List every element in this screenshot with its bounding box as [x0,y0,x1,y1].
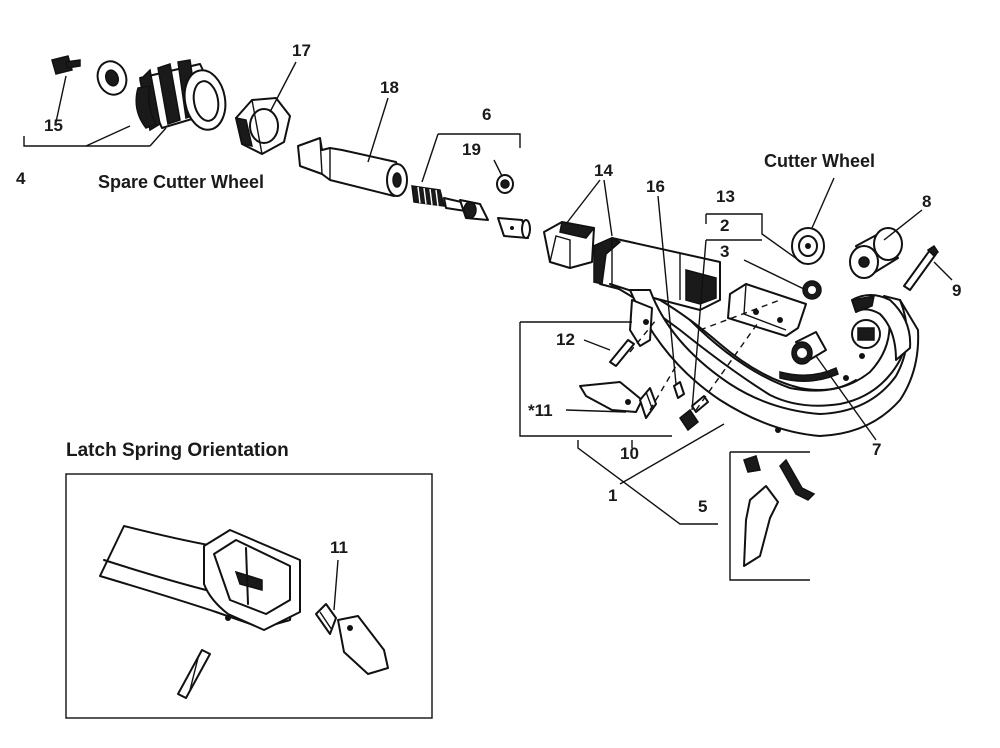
caption-cutter-wheel: Cutter Wheel [764,151,876,171]
part-3-roller-bracket [727,283,807,337]
label-10: 10 [620,444,639,463]
label-11-star: *11 [528,401,553,420]
part-6-pin [497,217,531,239]
label-6: 6 [482,105,492,124]
label-15: 15 [44,116,63,135]
label-17: 17 [292,41,311,60]
part-16-set-screw [673,381,685,399]
part-19-retaining-ring [496,174,514,194]
label-13: 13 [716,187,735,206]
part-8-roller [849,227,903,279]
latch-subassembly-box [519,299,781,437]
part-2-pin [802,280,822,300]
label-12: 12 [556,330,575,349]
caption-spare-cutter-wheel: Spare Cutter Wheel [98,172,265,192]
part-18-feed-sleeve [297,137,408,197]
part-9-axle-pin [903,244,939,291]
label-4: 4 [16,169,26,188]
spare-cutter-knob [135,59,227,132]
label-2: 2 [720,216,730,235]
latch-orientation-panel [65,473,433,719]
part-10-screw [678,395,709,432]
label-9: 9 [952,281,962,300]
label-7: 7 [872,440,882,459]
label-1: 1 [608,486,618,505]
label-11: 11 [330,538,348,557]
label-14: 14 [594,161,613,180]
part-4-washer [96,60,128,96]
bracket-lines [23,61,953,525]
part-5-box [729,451,816,581]
label-5: 5 [698,497,708,516]
part-17-hex-nut [235,97,291,155]
part-14-slide-block [543,221,596,269]
part-7-roller [791,331,827,365]
part-6-feed-screw [411,185,489,221]
part-1-frame [593,237,920,437]
label-8: 8 [922,192,932,211]
part-15-screw [51,55,81,75]
label-3: 3 [720,242,730,261]
label-18: 18 [380,78,399,97]
cutter-wheel [791,227,825,265]
label-19: 19 [462,140,481,159]
label-16: 16 [646,177,665,196]
caption-latch-spring-orientation: Latch Spring Orientation [66,440,289,461]
